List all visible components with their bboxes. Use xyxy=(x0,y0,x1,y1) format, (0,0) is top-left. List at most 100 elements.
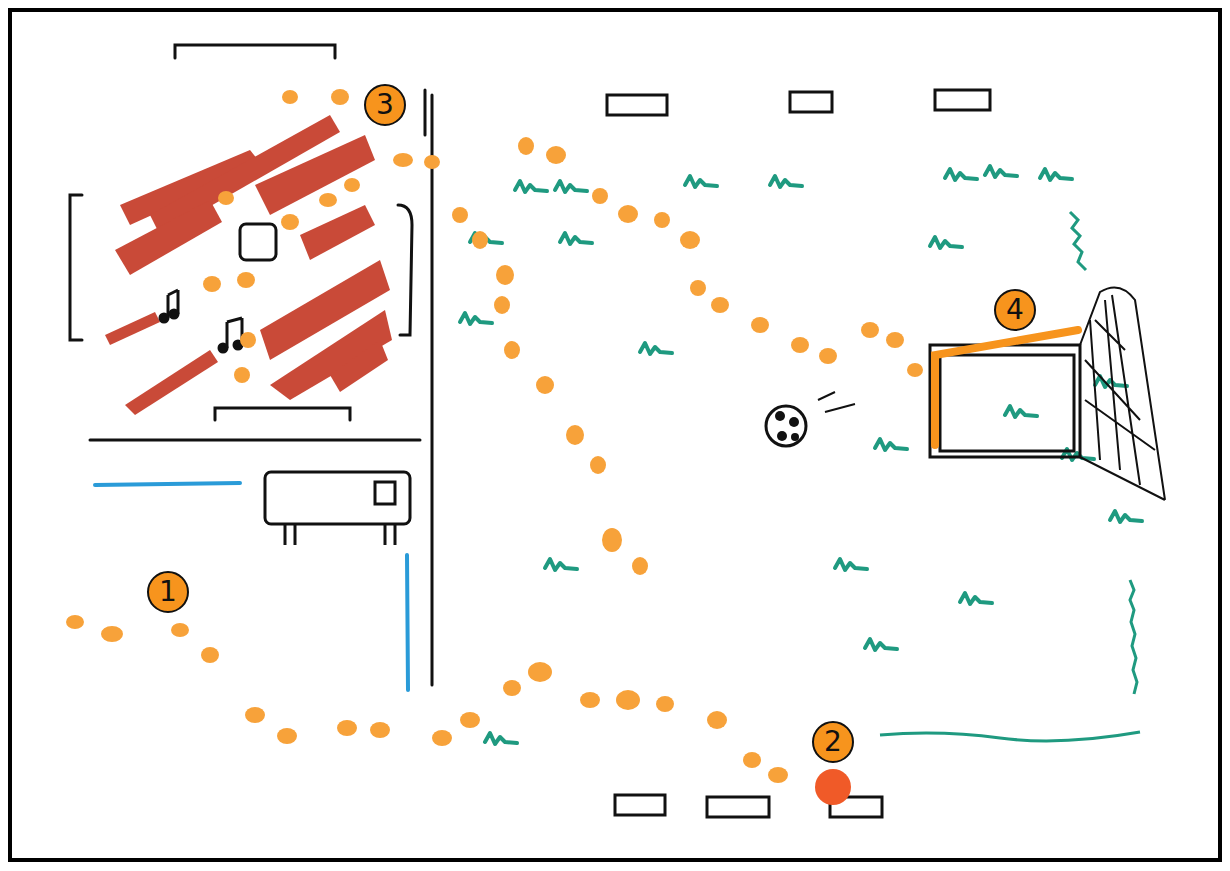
footprint xyxy=(171,623,189,637)
goal-net xyxy=(1080,288,1165,501)
footprint xyxy=(494,296,510,314)
footprint xyxy=(319,193,337,207)
callout-circle xyxy=(148,572,188,612)
floor-stripe xyxy=(125,350,218,415)
grass-tuft xyxy=(1110,511,1142,522)
table-top xyxy=(265,472,410,524)
grass-tuft xyxy=(770,176,802,187)
ball-patch xyxy=(777,431,787,441)
grass-tuft xyxy=(485,733,517,744)
hedge-line xyxy=(880,732,1140,741)
floor-stripe xyxy=(300,205,375,260)
footprint xyxy=(201,647,219,663)
footprint xyxy=(101,626,123,642)
hedge-line xyxy=(1130,580,1137,694)
grass-tuft xyxy=(1040,169,1072,180)
music-notes xyxy=(160,290,242,352)
blue-line xyxy=(95,483,240,485)
dance-floor xyxy=(105,115,392,415)
goal-frame xyxy=(940,355,1074,451)
callout-number: 4 xyxy=(995,290,1035,330)
room-bracket xyxy=(398,205,412,335)
footprint xyxy=(654,212,670,228)
ball-patch xyxy=(775,411,785,421)
room-bracket xyxy=(70,195,82,340)
table-legs xyxy=(285,524,395,545)
footprint xyxy=(861,322,879,338)
room-bracket xyxy=(215,408,350,420)
footprint xyxy=(234,367,250,383)
floor-stripe xyxy=(115,200,222,275)
footprint xyxy=(536,376,554,394)
table-item xyxy=(375,482,395,504)
location-dot xyxy=(815,769,851,805)
footprint xyxy=(503,680,521,696)
callout-circle xyxy=(365,85,405,125)
footprint xyxy=(282,90,298,104)
benches xyxy=(607,90,990,817)
footprint xyxy=(768,767,788,783)
bench xyxy=(935,90,990,110)
grass-tuft xyxy=(460,313,492,324)
grass-tuft xyxy=(875,439,907,450)
footprint xyxy=(743,752,761,768)
footprint xyxy=(424,155,440,169)
footprint xyxy=(886,332,904,348)
footprint xyxy=(245,707,265,723)
blue-line xyxy=(407,555,408,690)
grass-tuft xyxy=(960,593,992,604)
footprint xyxy=(580,692,600,708)
music-note xyxy=(170,310,178,318)
floor-stripe xyxy=(330,340,388,392)
grass-tuft xyxy=(930,237,962,248)
grass-tuft xyxy=(640,343,672,354)
grass-tuft xyxy=(685,176,717,187)
footprint xyxy=(616,690,640,710)
footprint xyxy=(337,720,357,736)
footprint xyxy=(528,662,552,682)
ball-patch xyxy=(789,417,799,427)
footprint xyxy=(632,557,648,575)
wall xyxy=(424,90,427,135)
grass-tuft xyxy=(560,233,592,244)
floor-stripe xyxy=(105,312,160,345)
ball xyxy=(766,392,855,446)
footprint xyxy=(203,276,221,292)
goal xyxy=(930,288,1165,501)
frame xyxy=(10,10,1220,860)
footprint xyxy=(791,337,809,353)
bench xyxy=(707,797,769,817)
footprint xyxy=(602,528,622,552)
footprint xyxy=(566,425,584,445)
callout-circle xyxy=(813,722,853,762)
grass-tuft xyxy=(865,639,897,650)
footprint xyxy=(707,711,727,729)
ball-patch xyxy=(791,433,799,441)
floor-stripe xyxy=(255,135,375,215)
footprint xyxy=(496,265,514,285)
goal-frame xyxy=(930,345,1080,457)
callout-number: 1 xyxy=(148,572,188,612)
room-bracket xyxy=(175,45,335,58)
footprint xyxy=(546,146,566,164)
speaker-box xyxy=(240,224,276,260)
footprint xyxy=(281,214,299,230)
footprint xyxy=(518,137,534,155)
footprint xyxy=(370,722,390,738)
footprint xyxy=(460,712,480,728)
footprint xyxy=(218,191,234,205)
grass-tuft xyxy=(835,559,867,570)
footprint xyxy=(472,231,488,249)
footprint xyxy=(237,272,255,288)
footprint xyxy=(590,456,606,474)
footprint xyxy=(344,178,360,192)
footprint xyxy=(331,89,349,105)
footprint xyxy=(432,730,452,746)
footprint xyxy=(819,348,837,364)
callout-number: 3 xyxy=(365,85,405,125)
building-walls xyxy=(70,45,432,685)
callout-circles xyxy=(148,85,1035,762)
goal-highlight xyxy=(935,330,1078,445)
